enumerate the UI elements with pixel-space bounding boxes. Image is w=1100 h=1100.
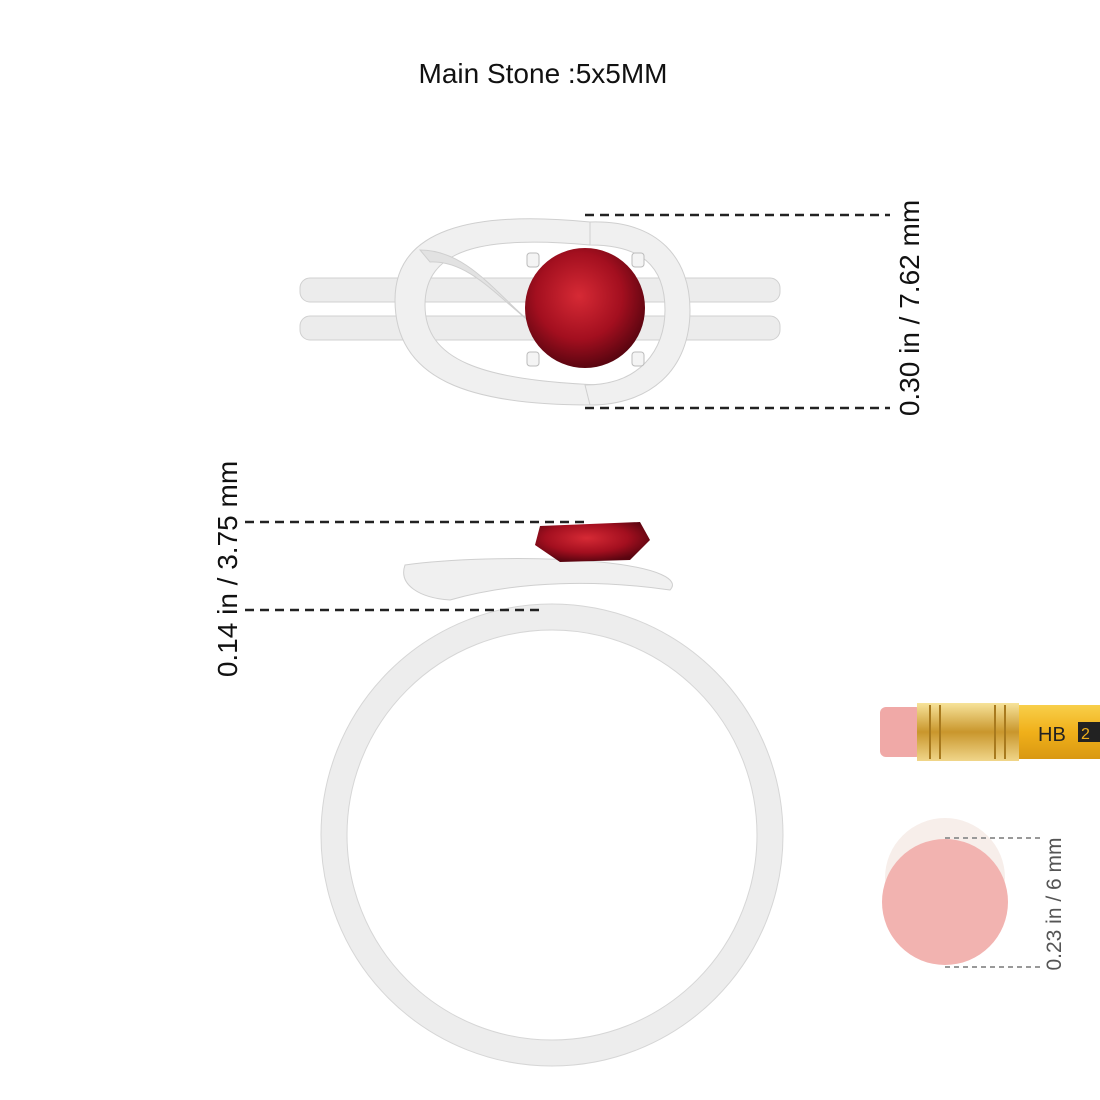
eraser-dimension-label: 0.23 in / 6 mm [1043,837,1066,971]
ruby-stone [525,248,645,368]
ring-top-view [299,218,781,406]
ring-side-view [320,522,784,1067]
height-dimension-lines [245,520,590,612]
width-dimension-label: 0.30 in / 7.62 mm [894,199,925,417]
main-stone-title: Main Stone :5x5MM [418,58,668,89]
pencil-reference: HB 2 [880,703,1100,965]
pencil-number: 2 [1081,726,1090,743]
pencil-grade: HB [1038,724,1066,746]
eraser-end [882,839,1008,965]
height-dimension-label: 0.14 in / 3.75 mm [212,460,243,678]
ruby-stone-side [535,522,650,562]
eraser-dimension-lines [945,837,1043,968]
width-dimension-lines [585,213,890,410]
